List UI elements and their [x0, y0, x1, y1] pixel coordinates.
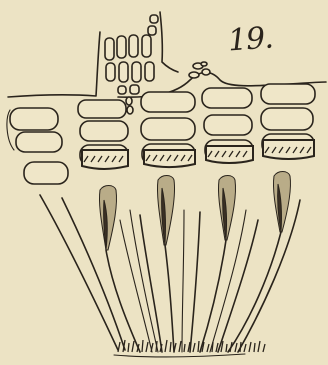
club-shaped-hairs	[99, 172, 290, 251]
figure-number-label: 19.	[227, 20, 274, 58]
cortex-cell-rows	[10, 84, 315, 184]
